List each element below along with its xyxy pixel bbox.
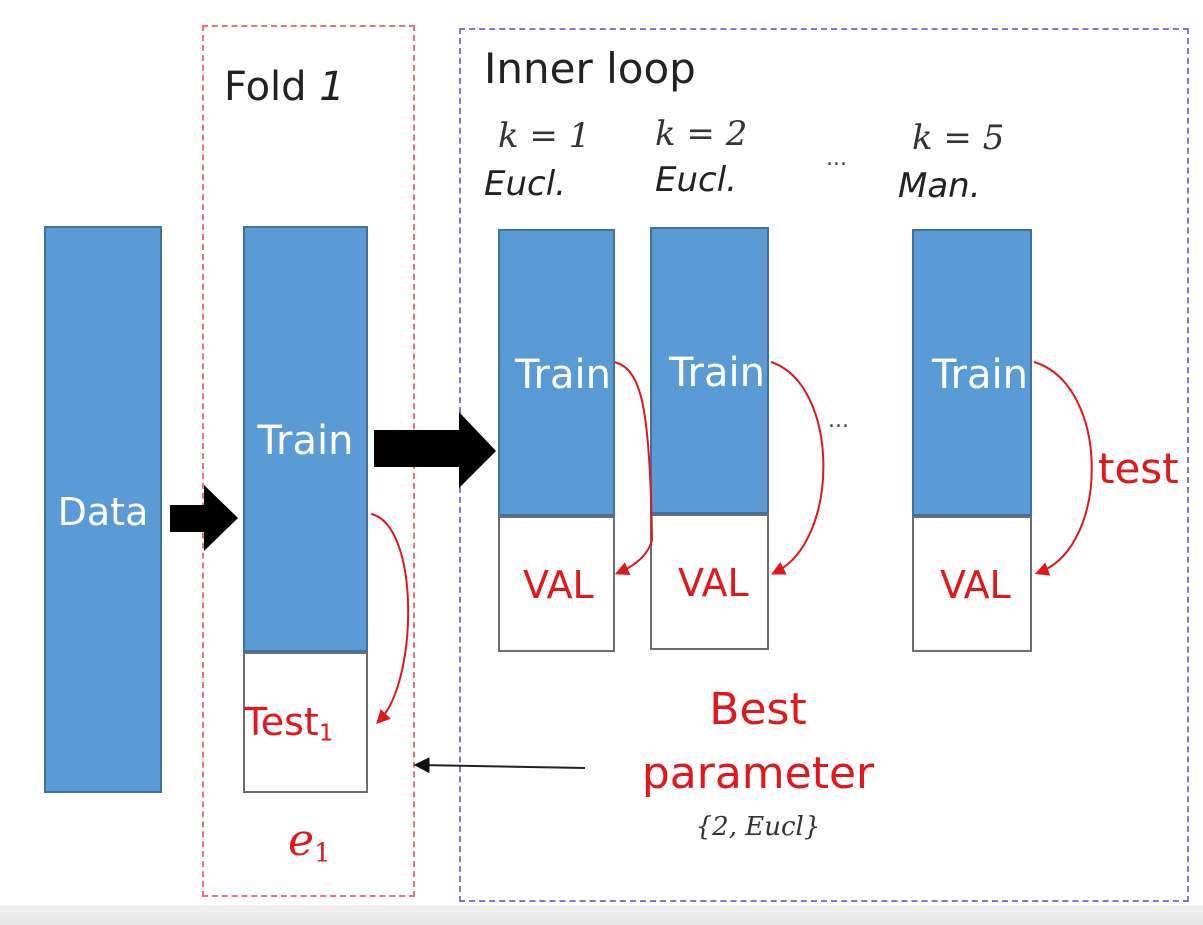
best-label-line2: parameter [641, 748, 875, 799]
middle-ellipsis: ... [828, 408, 849, 433]
fold-test-subscript: 1 [318, 720, 334, 747]
fold-train-block [243, 226, 368, 652]
header-ellipsis: ... [826, 146, 847, 171]
inner-test-label: test [1098, 444, 1179, 493]
col3-val-label: VAL [940, 563, 1011, 607]
fold-train-label: Train [257, 418, 354, 464]
fold-title: Fold 1 [224, 64, 345, 110]
col1-val-label: VAL [523, 563, 594, 607]
fold-title-text: Fold [224, 64, 307, 110]
best-value: {2, Eucl} [695, 812, 821, 842]
col3-distance-label: Man. [898, 166, 981, 206]
error-subscript: 1 [314, 837, 331, 869]
error-text: e [288, 815, 315, 866]
data-block [44, 226, 162, 793]
fold-test-block [243, 652, 368, 793]
col3-k-label: k = 5 [912, 118, 1005, 158]
data-label: Data [57, 490, 149, 534]
fold-number: 1 [319, 64, 345, 110]
bottom-strip [0, 905, 1203, 925]
fold-test-label: Test1 [244, 700, 333, 747]
col2-val-label: VAL [678, 561, 749, 605]
col1-distance-label: Eucl. [484, 164, 566, 204]
inner-loop-title: Inner loop [484, 44, 696, 93]
col3-train-label: Train [932, 352, 1028, 398]
col2-train-label: Train [669, 350, 765, 396]
col1-k-label: k = 1 [498, 116, 591, 156]
col1-train-label: Train [515, 352, 611, 398]
col2-val-block [650, 514, 769, 650]
error-label: e1 [288, 815, 331, 869]
col1-train-block [498, 229, 615, 516]
col3-train-block [912, 229, 1032, 516]
col2-distance-label: Eucl. [655, 160, 737, 200]
fold-test-text: Test [244, 700, 319, 744]
col2-k-label: k = 2 [655, 114, 748, 154]
col2-train-block [650, 227, 769, 514]
col3-val-block [912, 516, 1032, 652]
best-label-line1: Best [709, 684, 807, 735]
col1-val-block [498, 516, 615, 652]
